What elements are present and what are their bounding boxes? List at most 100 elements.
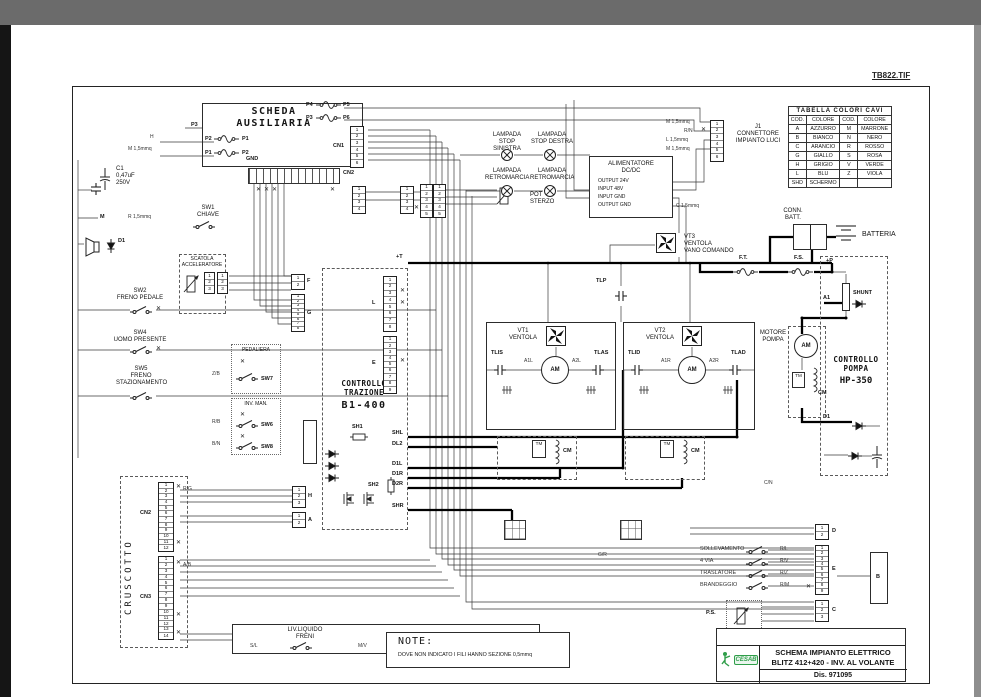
not-connected-icon <box>272 187 277 193</box>
conn-batt-label: CONN. BATT. <box>783 208 803 222</box>
traction-motor-right: AM <box>678 356 706 384</box>
capacitor-icon <box>99 167 111 191</box>
d1r-terminal: D1R <box>392 471 404 477</box>
sh2-label: SH2 <box>368 482 379 488</box>
scr-icon <box>847 452 863 460</box>
wire-label: C 1,5mmq <box>676 203 700 209</box>
contactor-icon <box>591 364 605 376</box>
not-connected-icon <box>176 540 181 546</box>
contactor-icon <box>630 364 644 376</box>
connector-f-label: F <box>307 278 311 284</box>
tabella-colori-cavi: TABELLA COLORI CAVI COD. COLORE COD. COL… <box>788 106 892 188</box>
liv-liquido-freni-label: LIV.LIQUIDO FRENI <box>287 627 323 641</box>
fuse-icon <box>315 114 342 122</box>
connector-block <box>620 520 642 540</box>
plus-t-terminal: +T <box>396 254 403 260</box>
switch-icon <box>289 642 313 650</box>
alim-output-24v: OUTPUT 24V <box>598 178 629 184</box>
pedaliera-label: PEDALIERA <box>241 347 271 353</box>
wire-label: B/N <box>212 441 221 447</box>
p3-label: P3 <box>306 115 313 121</box>
connector-a-label: A <box>308 517 312 523</box>
j1-label: J1 CONNETTORE IMPIANTO LUCI <box>735 124 781 145</box>
sw4-label: SW4 UOMO PRESENTE <box>113 330 167 344</box>
fan-icon <box>682 326 702 346</box>
connector-c-label: C <box>832 607 836 613</box>
tlad-label: TLAD <box>731 350 746 356</box>
p3-external-label: P3 <box>191 122 198 128</box>
strip-cn2-label: CN2 <box>343 170 355 176</box>
connector-b <box>870 552 888 604</box>
d1l-terminal: D1L <box>392 461 403 467</box>
fuse-icon <box>787 268 814 276</box>
fuse-icon <box>732 268 759 276</box>
not-connected-icon <box>806 584 811 590</box>
alim-output-gnd: OUTPUT GND <box>598 202 631 208</box>
traslatore-label: TRASLATORE <box>700 570 737 576</box>
fuse-icon <box>315 101 342 109</box>
switch-icon <box>235 373 259 381</box>
wire-label: R/V <box>780 558 789 564</box>
p2-label: P2 <box>205 136 212 142</box>
color-table-header: COD. <box>839 115 859 125</box>
shunt-resistor-icon <box>387 476 395 496</box>
inv-man-label: INV. MAN. <box>244 401 268 407</box>
plug-icon <box>638 385 650 395</box>
not-connected-icon <box>240 359 245 365</box>
switch-icon <box>129 346 153 354</box>
a1r-label: A1R <box>661 358 671 364</box>
controllo-pompa-box <box>820 256 888 476</box>
viewer-right-edge <box>974 25 981 697</box>
sw5-label: SW5 FRENO STAZIONAMENTO <box>116 366 168 387</box>
vt2-label: VT2 VENTOLA <box>646 328 674 342</box>
horn-speaker-icon <box>85 237 100 257</box>
alimentatore-box <box>589 156 673 218</box>
mosfet-icon <box>343 491 355 507</box>
title-line-2: BLITZ 412+420 - INV. AL VOLANTE <box>771 658 895 667</box>
not-connected-icon <box>156 306 161 312</box>
contactor-icon <box>728 364 742 376</box>
a2l-label: A2L <box>572 358 581 364</box>
viewer-left-edge <box>0 25 11 697</box>
sw2-label: SW2 FRENO PEDALE <box>116 288 164 302</box>
pedaliera-box <box>231 344 281 394</box>
diode-icon <box>324 450 340 458</box>
wire-label: R/N <box>684 128 693 134</box>
not-connected-icon <box>701 127 706 133</box>
p2-label: P2 <box>242 150 249 156</box>
tlas-label: TLAS <box>594 350 609 356</box>
coil-icon <box>683 439 688 465</box>
cm-label: CM <box>818 390 827 396</box>
cesab-logo-icon <box>721 652 731 667</box>
switch-icon <box>129 306 153 314</box>
wire-label: R/M <box>780 582 790 588</box>
not-connected-icon <box>240 434 245 440</box>
tm-thermal: TM <box>532 440 546 458</box>
cesab-logo-text: CESAB <box>734 655 758 665</box>
ps-label: P.S. <box>706 610 716 616</box>
tlp-label: TLP <box>596 278 607 284</box>
fs-fuse-label: F.S. <box>794 255 804 261</box>
vt2-motor-box <box>623 322 755 430</box>
shunt-resistor-icon <box>349 433 369 441</box>
switch-icon <box>192 221 216 229</box>
contact-icon <box>90 182 102 196</box>
not-connected-icon <box>400 288 405 294</box>
color-table-header: COD. <box>788 115 807 125</box>
plus-p-terminal: +P <box>826 258 833 264</box>
wire-label: R/Z <box>780 570 789 576</box>
scheda-ausiliaria-title: SCHEDA AUSILIARIA <box>236 106 312 129</box>
wire-label: M 1,5mmq <box>666 119 690 125</box>
ft-fuse-label: F.T. <box>739 255 748 261</box>
